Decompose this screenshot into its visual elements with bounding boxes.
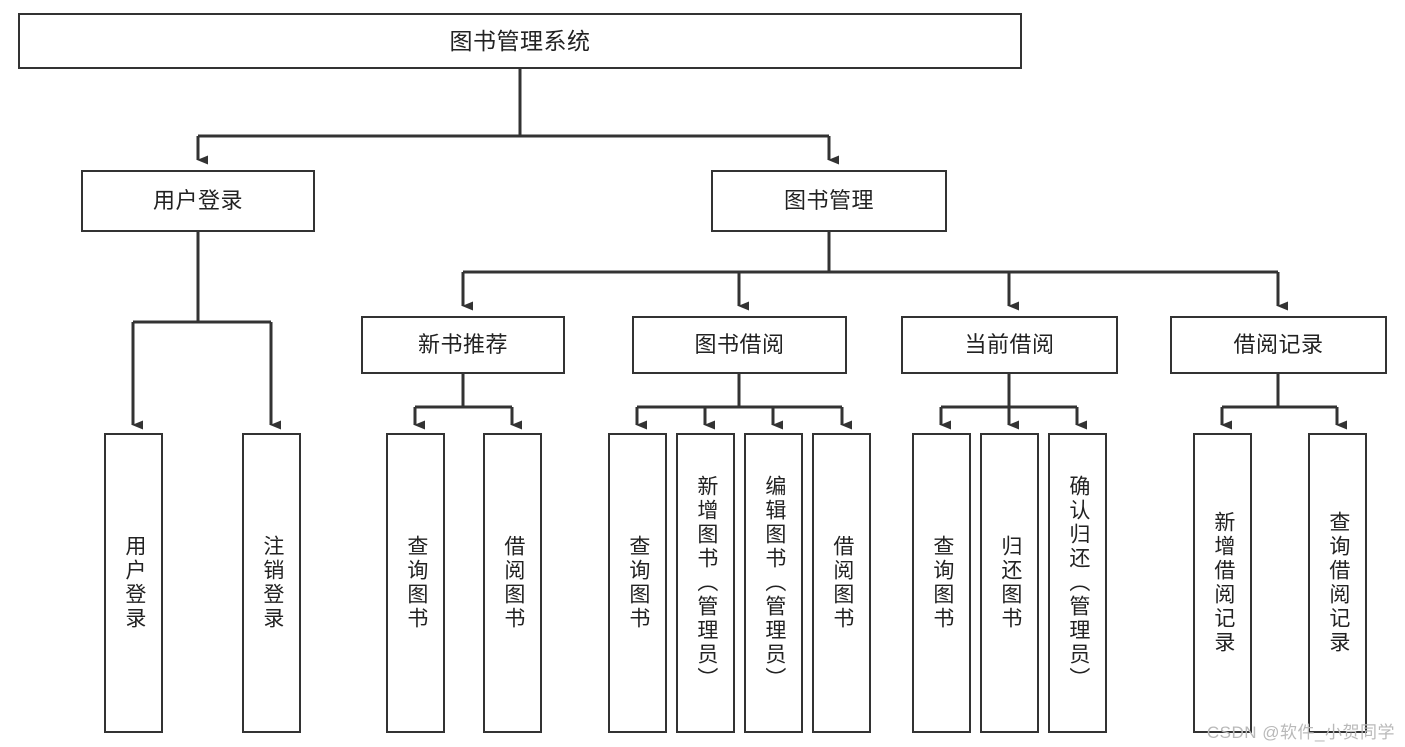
node-label: 用户登录 [152,188,243,214]
leaf-user-login[interactable]: 用户登录 [104,433,163,733]
node-user-login[interactable]: 用户登录 [81,170,315,232]
leaf-borrow-book-recommend[interactable]: 借阅图书 [483,433,542,733]
node-label: 编辑图书（管理员） [762,475,786,691]
node-book-management[interactable]: 图书管理 [711,170,947,232]
node-label: 图书管理 [783,188,874,214]
node-label: 查询借阅记录 [1326,511,1350,655]
node-label: 图书借阅 [694,332,785,358]
node-root-system[interactable]: 图书管理系统 [18,13,1022,69]
node-book-borrow[interactable]: 图书借阅 [632,316,847,374]
node-label: 当前借阅 [964,332,1055,358]
leaf-confirm-return-admin[interactable]: 确认归还（管理员） [1048,433,1107,733]
leaf-return-book[interactable]: 归还图书 [980,433,1039,733]
leaf-query-book-recommend[interactable]: 查询图书 [386,433,445,733]
node-borrow-record[interactable]: 借阅记录 [1170,316,1387,374]
leaf-query-book-current[interactable]: 查询图书 [912,433,971,733]
node-label: 借阅图书 [501,535,525,631]
leaf-user-logout[interactable]: 注销登录 [242,433,301,733]
node-label: 新书推荐 [417,332,508,358]
node-label: 确认归还（管理员） [1066,475,1090,691]
node-label: 新增借阅记录 [1211,511,1235,655]
node-label: 新增图书（管理员） [694,475,718,691]
node-label: 借阅记录 [1233,332,1324,358]
node-label: 图书管理系统 [449,27,591,54]
leaf-query-borrow-record[interactable]: 查询借阅记录 [1308,433,1367,733]
node-label: 用户登录 [122,535,146,631]
node-label: 查询图书 [930,535,954,631]
watermark-text: CSDN @软件_小贺同学 [1206,723,1395,742]
leaf-add-borrow-record[interactable]: 新增借阅记录 [1193,433,1252,733]
leaf-borrow-book[interactable]: 借阅图书 [812,433,871,733]
node-label: 归还图书 [998,535,1022,631]
node-label: 查询图书 [404,535,428,631]
leaf-edit-book-admin[interactable]: 编辑图书（管理员） [744,433,803,733]
leaf-add-book-admin[interactable]: 新增图书（管理员） [676,433,735,733]
node-new-book-recommend[interactable]: 新书推荐 [361,316,565,374]
leaf-query-book-borrow[interactable]: 查询图书 [608,433,667,733]
node-label: 查询图书 [626,535,650,631]
node-label: 借阅图书 [830,535,854,631]
node-current-borrow[interactable]: 当前借阅 [901,316,1118,374]
node-label: 注销登录 [260,535,284,631]
